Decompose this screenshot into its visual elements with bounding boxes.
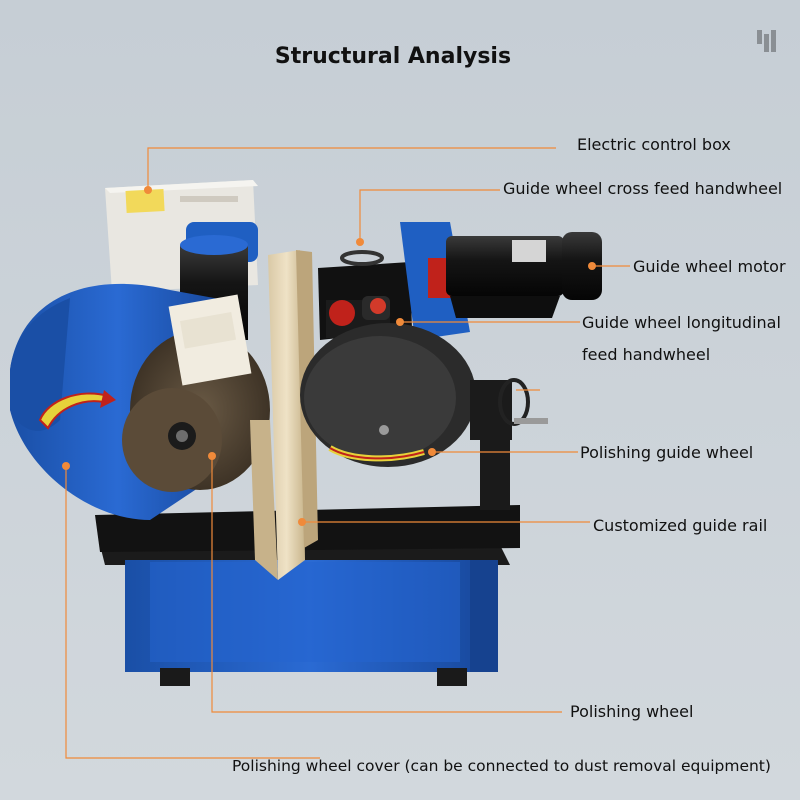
polishing-guide-wheel: [300, 323, 476, 467]
longitudinal-handwheel: [470, 378, 548, 510]
label-guide-wheel-motor: Guide wheel motor: [633, 257, 786, 276]
diagram-title: Structural Analysis: [274, 44, 512, 69]
leader-lines: [65, 147, 630, 759]
guide-wheel-housing: [400, 222, 602, 340]
logo-icon: [757, 30, 776, 52]
label-longitudinal-handwheel-line1: Guide wheel longitudinal: [582, 313, 781, 332]
label-polishing-wheel: Polishing wheel: [570, 702, 694, 721]
label-polishing-guide-wheel: Polishing guide wheel: [580, 443, 754, 462]
leader-dots: [62, 186, 596, 526]
label-customized-guide-rail: Customized guide rail: [593, 516, 768, 535]
label-polishing-wheel-cover: Polishing wheel cover (can be connected …: [232, 757, 771, 775]
label-electric-control-box: Electric control box: [577, 135, 731, 154]
polishing-wheel: [122, 294, 270, 492]
label-cross-feed-handwheel: Guide wheel cross feed handwheel: [503, 179, 783, 198]
machine-base: [100, 545, 510, 686]
label-longitudinal-handwheel-line2: feed handwheel: [582, 345, 711, 364]
